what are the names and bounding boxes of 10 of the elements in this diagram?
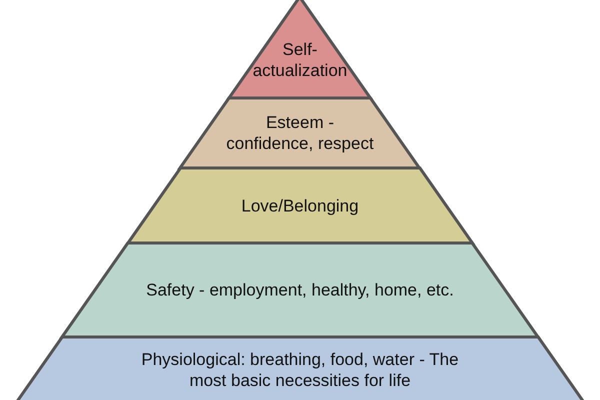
tier-label: Esteem - confidence, respect: [225, 112, 375, 154]
pyramid-tier: [180, 98, 420, 168]
pyramid-tier: [128, 168, 472, 243]
pyramid-tier: [62, 243, 538, 337]
tier-label: Safety - employment, healthy, home, etc.: [145, 280, 455, 300]
pyramid-tier: [229, 0, 371, 98]
pyramid-tier: [16, 337, 584, 400]
tier-label: Love/Belonging: [240, 195, 360, 216]
tier-label: Self-actualization: [252, 38, 348, 81]
tier-label: Physiological: breathing, food, water - The most basic necessities for life: [140, 349, 460, 391]
